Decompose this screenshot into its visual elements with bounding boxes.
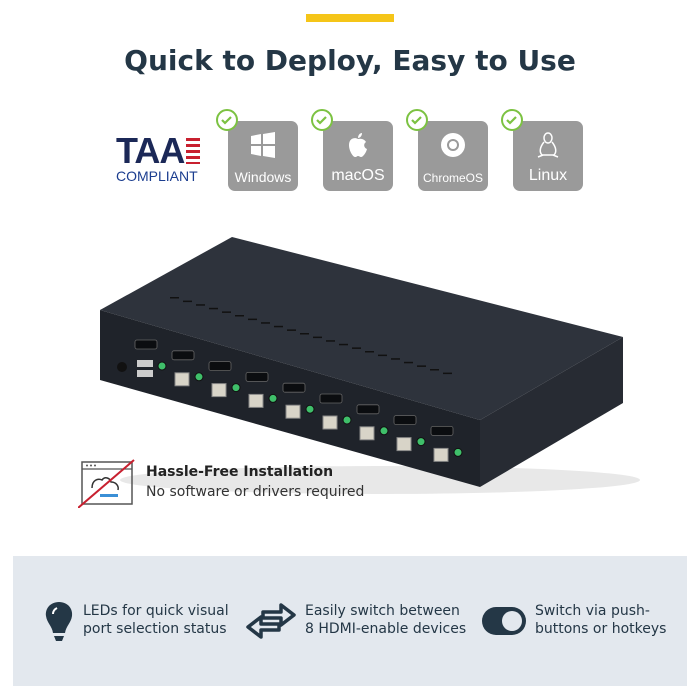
- vent-slot: [287, 329, 296, 331]
- lightbulb-icon: [45, 602, 73, 641]
- vent-slot: [443, 372, 452, 375]
- audio-jack: [268, 393, 278, 403]
- usb-b-port: [396, 437, 412, 452]
- vent-slot: [352, 347, 361, 349]
- usb-b-port: [211, 383, 227, 398]
- os-label: ChromeOS: [422, 171, 484, 185]
- vent-slot: [300, 333, 309, 335]
- page-title: Quick to Deploy, Easy to Use: [124, 44, 576, 77]
- vent-slot: [209, 307, 218, 310]
- accent-bar: [306, 14, 394, 22]
- apple-icon: [349, 133, 367, 157]
- kvm-switch-product-image: [100, 237, 640, 494]
- usb-b-port: [322, 415, 338, 430]
- vent-slot: [196, 304, 205, 306]
- windows-icon: [251, 132, 275, 158]
- hdmi-port: [208, 361, 232, 372]
- vent-slot: [404, 361, 413, 364]
- check-icon: [501, 109, 523, 131]
- vent-slot: [274, 325, 283, 328]
- audio-jack: [453, 447, 463, 457]
- hdmi-port: [319, 393, 343, 404]
- usb-b-port: [174, 372, 190, 387]
- os-tile-chromeos: ChromeOS: [406, 109, 488, 191]
- hdmi-port: [430, 425, 454, 436]
- toggle-switch-icon: [482, 607, 526, 635]
- os-label: Linux: [528, 167, 568, 184]
- vent-slot: [235, 315, 244, 317]
- vent-slot: [222, 311, 231, 313]
- usb-b-port: [433, 447, 449, 462]
- highlight-push-buttons: Switch via push-buttons or hotkeys: [535, 603, 667, 637]
- hdmi-port: [134, 339, 158, 350]
- vent-slot: [326, 340, 335, 342]
- os-tile-windows: Windows: [216, 109, 298, 191]
- vent-slot: [378, 354, 387, 357]
- vent-slot: [248, 318, 257, 321]
- check-icon: [311, 109, 333, 131]
- vent-slot: [391, 358, 400, 360]
- hdmi-port: [356, 404, 380, 415]
- audio-jack: [416, 437, 426, 447]
- os-tile-linux: Linux: [501, 109, 583, 191]
- usb-port: [137, 360, 153, 367]
- vent-slot: [183, 300, 192, 303]
- vent-slot: [313, 336, 322, 339]
- audio-jack: [379, 426, 389, 436]
- vent-slot: [365, 351, 374, 353]
- os-label: Windows: [234, 169, 292, 185]
- no-install-icon: [78, 459, 135, 508]
- os-tile-macos: macOS: [311, 109, 393, 191]
- audio-jack: [194, 372, 204, 382]
- usb-port: [137, 370, 153, 377]
- os-label: macOS: [331, 167, 385, 184]
- compliant-text: COMPLIANT: [116, 168, 198, 184]
- usb-b-port: [359, 426, 375, 441]
- hdmi-port: [171, 350, 195, 361]
- chrome-icon: [441, 133, 465, 157]
- check-icon: [406, 109, 428, 131]
- hdmi-port: [282, 382, 306, 393]
- vent-slot: [430, 369, 439, 371]
- audio-jack: [157, 361, 167, 371]
- feature-subtitle: No software or drivers required: [146, 484, 365, 500]
- vent-slot: [339, 343, 348, 346]
- vent-slot: [417, 365, 426, 367]
- hdmi-port: [393, 415, 417, 426]
- audio-jack: [305, 404, 315, 414]
- taa-text: TAA: [116, 130, 185, 171]
- swap-arrows-icon: [246, 603, 296, 639]
- usb-b-port: [285, 404, 301, 419]
- vent-slot: [170, 297, 179, 299]
- hdmi-port: [245, 371, 269, 382]
- flag-stripes-icon: [186, 138, 201, 164]
- check-icon: [216, 109, 238, 131]
- audio-jack: [231, 383, 241, 393]
- linux-tux-icon: [537, 132, 559, 158]
- audio-jack: [342, 415, 352, 425]
- feature-title: Hassle-Free Installation: [146, 464, 334, 480]
- usb-b-port: [248, 393, 264, 408]
- vent-slot: [261, 322, 270, 324]
- taa-compliant-logo: TAA COMPLIANT: [116, 130, 206, 184]
